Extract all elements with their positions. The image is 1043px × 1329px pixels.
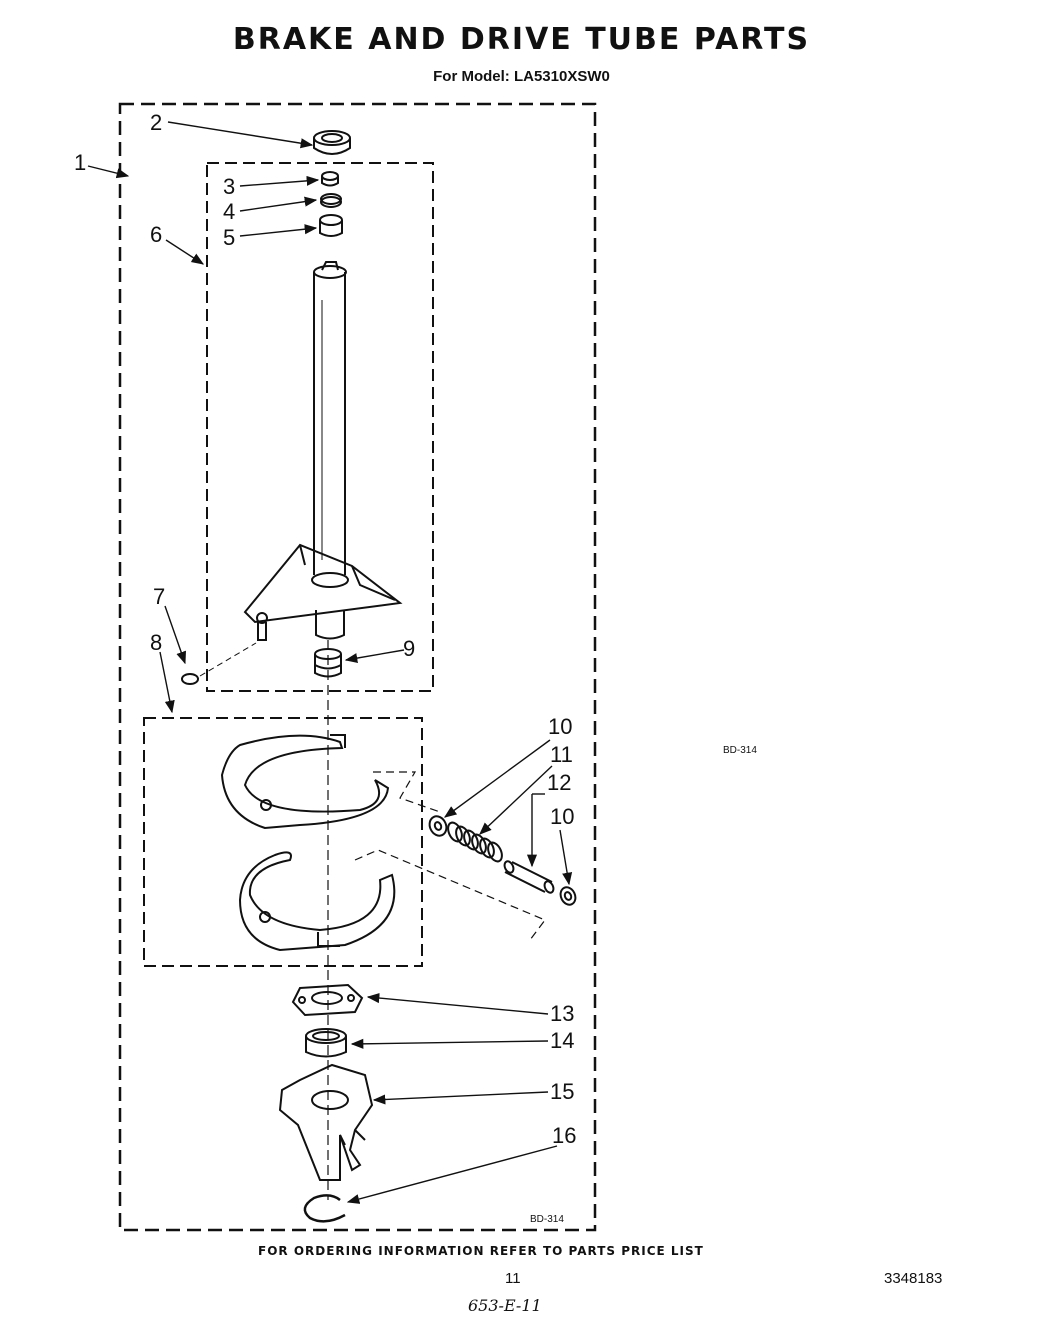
part-9-bushing — [314, 648, 342, 678]
part-11-spring — [447, 821, 503, 863]
page-number: 11 — [505, 1270, 521, 1287]
drive-tube-box — [206, 162, 434, 692]
callout-15: 15 — [550, 1079, 574, 1104]
part-13-flange — [291, 983, 364, 1017]
part-6-drive-tube — [243, 261, 403, 641]
part-8-lower-brake-shoe — [238, 851, 396, 952]
callout-12: 12 — [547, 770, 571, 795]
part-3-washer — [321, 171, 339, 187]
handwritten-note: 653-E-11 — [468, 1296, 542, 1315]
outer-assembly-box — [118, 102, 597, 1232]
callout-1: 1 — [74, 150, 86, 175]
callout-7: 7 — [153, 584, 165, 609]
part-5-bushing — [319, 214, 343, 237]
callout-8: 8 — [150, 630, 162, 655]
callout-16: 16 — [552, 1123, 576, 1148]
document-number: 3348183 — [884, 1270, 943, 1287]
callout-10-upper: 10 — [548, 714, 572, 739]
callout-10-lower: 10 — [550, 804, 574, 829]
part-10-washer-upper — [428, 815, 448, 837]
inner-diagram-code: BD-314 — [530, 1214, 564, 1225]
model-subtitle: For Model: LA5310XSW0 — [433, 68, 610, 85]
callout-3: 3 — [223, 174, 235, 199]
callout-14: 14 — [550, 1028, 574, 1053]
part-7-clip — [181, 673, 199, 685]
ordering-note: FOR ORDERING INFORMATION REFER TO PARTS … — [258, 1244, 704, 1258]
part-12-pin — [503, 860, 555, 894]
part-15-drive-housing — [278, 1063, 374, 1181]
callout-4: 4 — [223, 199, 235, 224]
callout-9: 9 — [403, 636, 415, 661]
side-diagram-code: BD-314 — [723, 745, 757, 756]
callout-6: 6 — [150, 222, 162, 247]
part-14-collar — [305, 1028, 347, 1058]
part-8-upper-brake-shoe — [220, 734, 390, 830]
page-title: BRAKE AND DRIVE TUBE PARTS — [232, 22, 811, 57]
callout-13: 13 — [550, 1001, 574, 1026]
part-4-ring — [320, 193, 342, 208]
part-2-seal — [313, 130, 351, 155]
callout-2: 2 — [150, 110, 162, 135]
brake-assembly-box — [143, 717, 423, 967]
callout-5: 5 — [223, 225, 235, 250]
callout-11: 11 — [550, 742, 573, 767]
assembly-dashed-line-upper — [373, 771, 441, 813]
part-10-washer-lower — [559, 886, 577, 906]
part-16-retaining-ring — [303, 1194, 346, 1223]
